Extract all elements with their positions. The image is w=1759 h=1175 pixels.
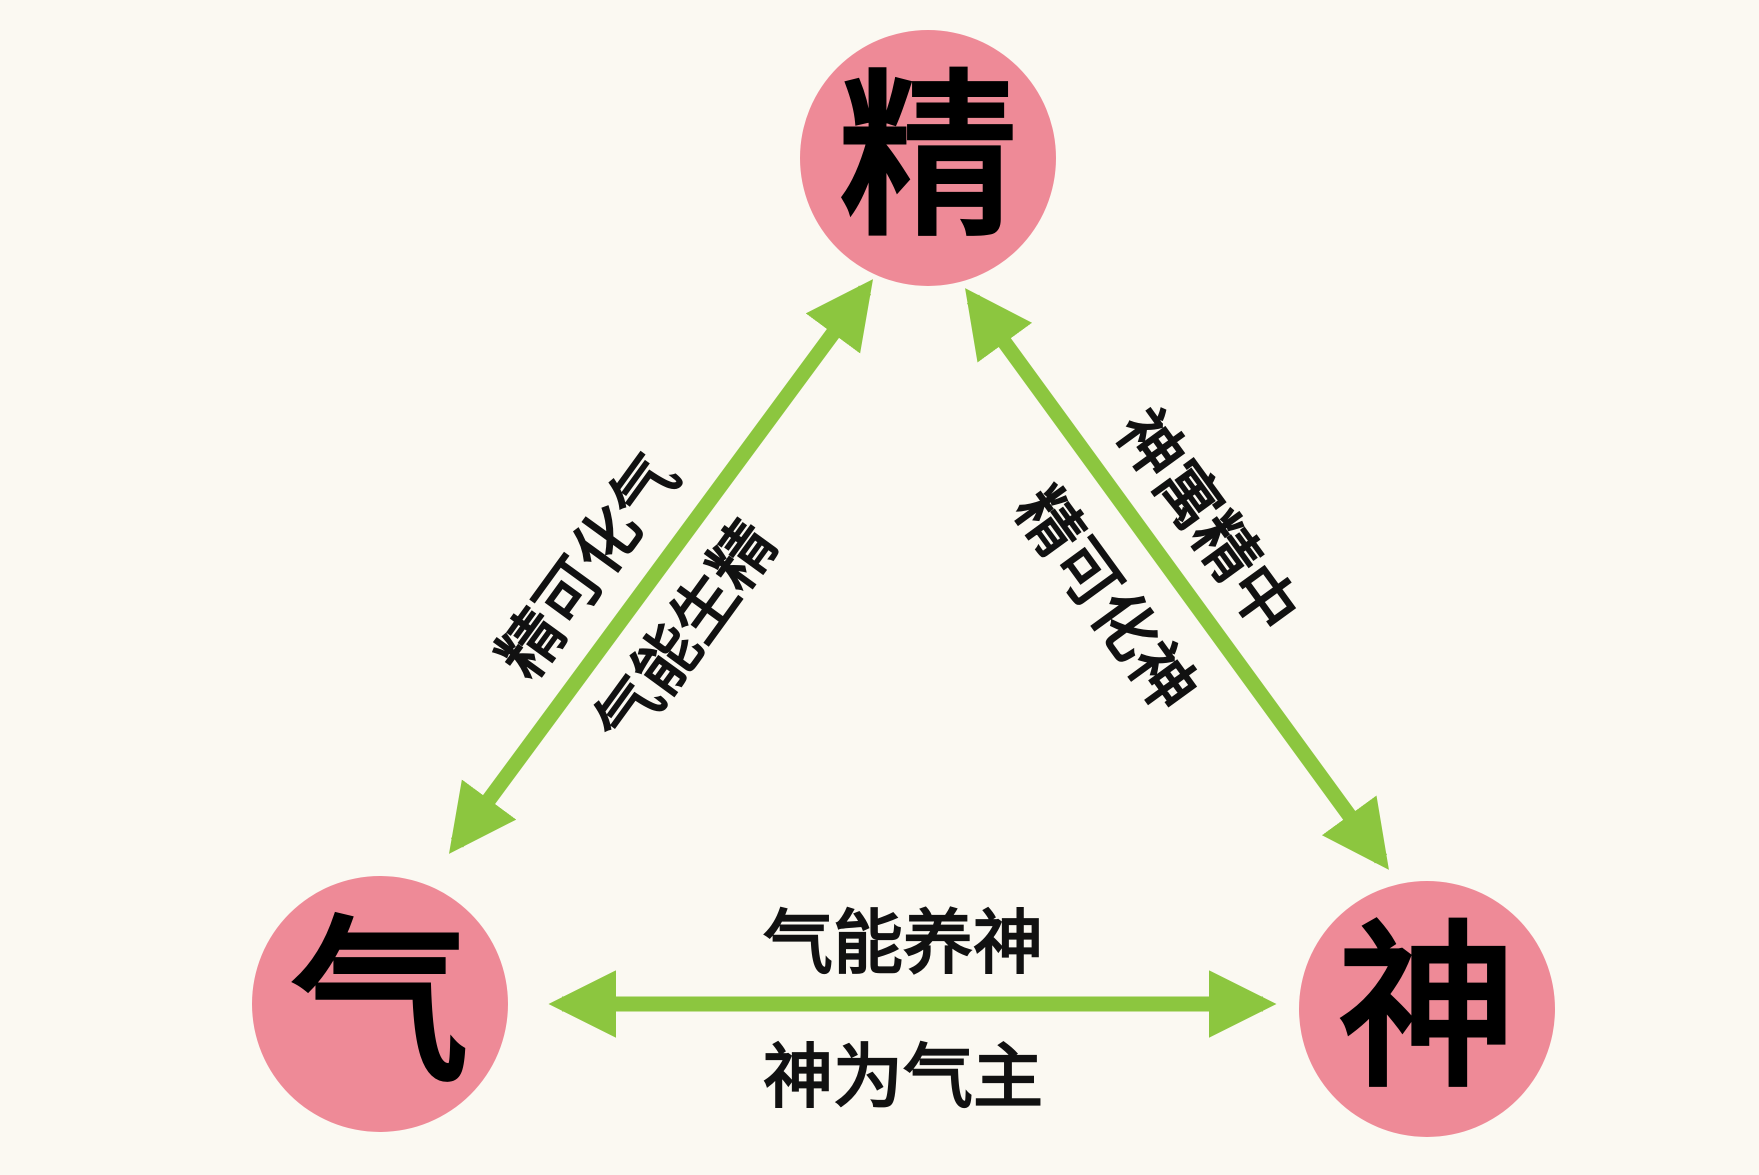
label-shen-rule-qi: 神为气主 [763,1036,1043,1118]
arrow-jing-shen [965,288,1389,870]
node-jing: 精 [800,30,1056,286]
label-qi-nourish-shen: 气能养神 [763,902,1043,984]
arrow-jing-qi [448,279,874,854]
node-shen: 神 [1299,881,1555,1137]
node-qi: 气 [252,876,508,1132]
